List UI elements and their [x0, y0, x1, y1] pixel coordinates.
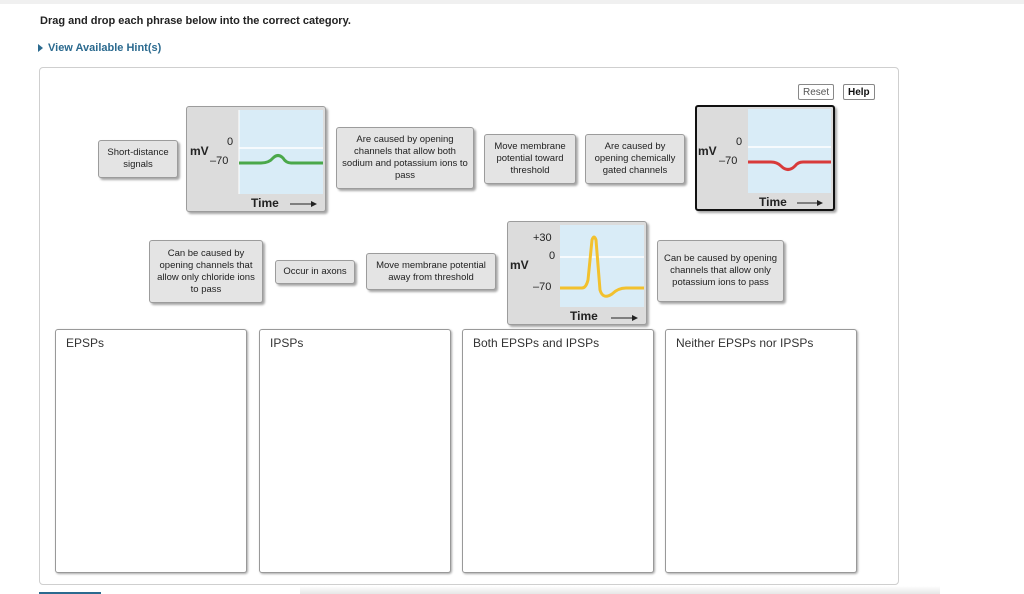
card-label: Move membrane potential toward threshold [494, 141, 566, 176]
x-axis-label: Time [570, 309, 598, 323]
plot-area [748, 109, 831, 193]
card-axons[interactable]: Occur in axons [275, 260, 355, 284]
instruction-text: Drag and drop each phrase below into the… [40, 15, 351, 27]
card-label: Move membrane potential away from thresh… [376, 259, 486, 283]
bin-label: EPSPs [59, 333, 113, 353]
help-button[interactable]: Help [843, 84, 875, 100]
card-toward-threshold[interactable]: Move membrane potential toward threshold [484, 134, 576, 184]
arrow-right-icon [817, 200, 823, 206]
card-label: Short-distance signals [107, 147, 169, 170]
y-unit-label: mV [190, 144, 209, 158]
y-tick-plus30: +30 [533, 232, 552, 244]
top-divider [0, 0, 1024, 4]
card-label: Are caused by opening chemically gated c… [594, 141, 676, 176]
reset-button[interactable]: Reset [798, 84, 835, 100]
y-tick-zero: 0 [549, 250, 556, 262]
card-away-threshold[interactable]: Move membrane potential away from thresh… [366, 253, 496, 290]
caret-right-icon [38, 44, 43, 52]
y-unit-label: mV [510, 258, 529, 272]
y-tick-rest: –70 [533, 281, 552, 293]
ipsp-trace [748, 160, 831, 171]
card-short-distance[interactable]: Short-distance signals [98, 140, 178, 178]
card-chem-gated[interactable]: Are caused by opening chemically gated c… [585, 134, 685, 184]
card-label: Can be caused by opening channels that a… [663, 253, 778, 288]
panel-shadow [300, 586, 940, 594]
y-tick-rest: –70 [210, 155, 229, 167]
action-potential-trace [560, 235, 644, 298]
graph-card-action-potential[interactable]: mV +30 0 –70 Time [507, 221, 647, 325]
arrow-right-icon [311, 201, 317, 207]
y-tick-zero: 0 [736, 136, 743, 148]
y-tick-rest: –70 [719, 155, 738, 167]
epsp-graph [238, 110, 323, 207]
card-label: Occur in axons [283, 266, 347, 277]
y-tick-zero: 0 [227, 136, 234, 148]
card-label: Are caused by opening channels that allo… [342, 134, 468, 181]
graph-card-epsp[interactable]: mV 0 –70 Time [186, 106, 326, 212]
card-label: Can be caused by opening channels that a… [157, 247, 255, 295]
bin-ipsps[interactable]: IPSPs [259, 329, 451, 573]
bin-both[interactable]: Both EPSPs and IPSPs [462, 329, 654, 573]
card-opening-na-k[interactable]: Are caused by opening channels that allo… [336, 127, 474, 189]
bin-neither[interactable]: Neither EPSPs nor IPSPs [665, 329, 857, 573]
view-hints-link[interactable]: View Available Hint(s) [38, 42, 161, 54]
action-potential-graph [560, 225, 644, 321]
bin-label: Both EPSPs and IPSPs [466, 333, 608, 353]
bin-epsps[interactable]: EPSPs [55, 329, 247, 573]
bin-label: IPSPs [263, 333, 312, 353]
card-potassium[interactable]: Can be caused by opening channels that a… [657, 240, 784, 302]
y-unit-label: mV [698, 144, 717, 158]
submit-button-edge[interactable] [39, 592, 101, 594]
graph-card-ipsp[interactable]: mV 0 –70 Time [695, 105, 835, 211]
plot-area [239, 110, 323, 194]
bin-label: Neither EPSPs nor IPSPs [669, 333, 822, 353]
card-chloride[interactable]: Can be caused by opening channels that a… [149, 240, 263, 303]
x-axis-label: Time [251, 196, 279, 210]
epsp-trace [239, 154, 323, 165]
x-axis-label: Time [759, 195, 787, 209]
arrow-right-icon [632, 315, 638, 321]
view-hints-label: View Available Hint(s) [48, 42, 162, 54]
ipsp-graph [748, 109, 831, 206]
